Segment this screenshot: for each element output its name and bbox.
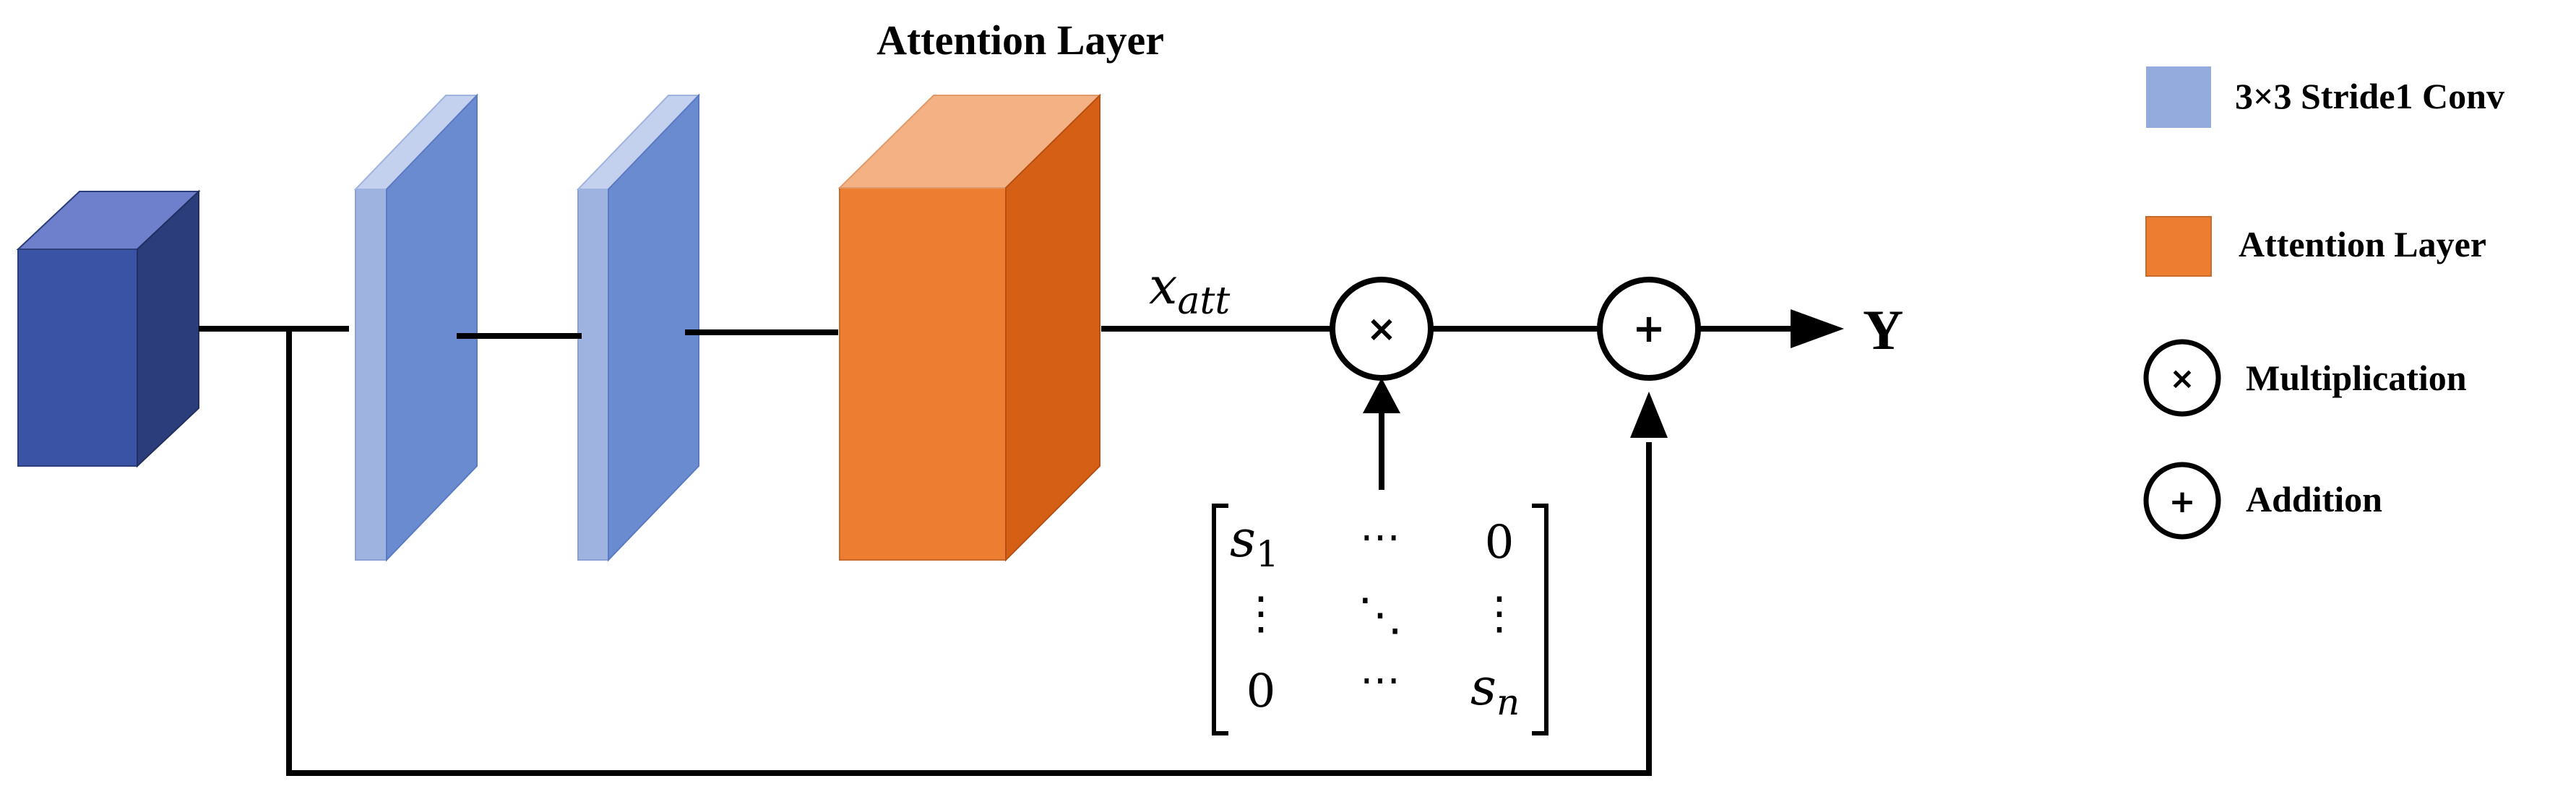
matrix-cell-bot-left: 0 [1246,665,1276,718]
legend-conv-label: 3×3 Stride1 Conv [2235,76,2504,116]
legend-item-multiplication: × Multiplication [2143,339,2467,417]
matrix-cell-mid-left: ⋮ [1239,587,1283,639]
skip-connection-line [286,329,1652,776]
input-feature-block [16,189,201,468]
output-arrowhead [1791,309,1844,348]
matrix-cell-mid-mid: ⋱ [1358,588,1403,641]
conv2-front [608,93,699,562]
legend: 3×3 Stride1 Conv Attention Layer × Multi… [2143,66,2504,540]
conv2-side [577,189,609,561]
matrix-cell-top-right: 0 [1485,516,1515,569]
x-att-label: xatt [1149,256,1230,323]
legend-item-addition: + Addition [2143,462,2382,540]
scaling-matrix: s1 ⋯ 0 ⋮ ⋱ ⋮ 0 ⋯ sn [1212,504,1548,735]
add-circle [1597,277,1701,381]
matrix-cell-bot-mid: ⋯ [1360,657,1400,704]
legend-attention-swatch [2145,216,2212,277]
connection-lines [199,326,1799,776]
matrix-cell-mid-right: ⋮ [1477,587,1522,639]
attention-block-front [839,187,1007,561]
input-block-front [17,249,138,467]
attention-block-side [1005,93,1100,562]
attention-layer-title: Attention Layer [876,17,1164,64]
legend-multiplication-label: Multiplication [2246,358,2467,398]
matrix-cell-sn: sn [1470,657,1520,723]
matrix-left-bracket [1212,504,1228,735]
matrix-arrowhead [1363,378,1400,413]
multiply-circle [1330,277,1434,381]
skip-arrowhead [1630,392,1668,438]
add-operator: + [1597,277,1701,381]
legend-item-attention: Attention Layer [2145,216,2486,277]
input-block-side [137,189,199,468]
legend-add-icon [2143,462,2221,540]
matrix-right-bracket [1532,504,1548,735]
matrix-cell-top-mid: ⋯ [1360,514,1400,561]
conv-block-1 [353,93,479,562]
legend-multiply-icon [2143,339,2221,417]
multiply-symbol: × [1366,308,1397,350]
add-symbol: + [1632,306,1665,351]
multiply-operator: × [1330,277,1434,381]
legend-add-symbol: + [2169,483,2196,520]
legend-addition-label: Addition [2246,479,2382,519]
legend-conv-swatch [2146,66,2211,128]
legend-attention-label: Attention Layer [2239,224,2486,264]
conv1-front [386,93,478,562]
legend-item-conv: 3×3 Stride1 Conv [2146,66,2504,128]
conv-block-2 [576,93,701,562]
conv1-side [355,189,387,561]
attention-layer-block [837,93,1102,562]
matrix-cell-s1: s1 [1230,509,1279,575]
output-label-y: Y [1863,298,1903,361]
legend-multiply-symbol: × [2169,361,2194,396]
